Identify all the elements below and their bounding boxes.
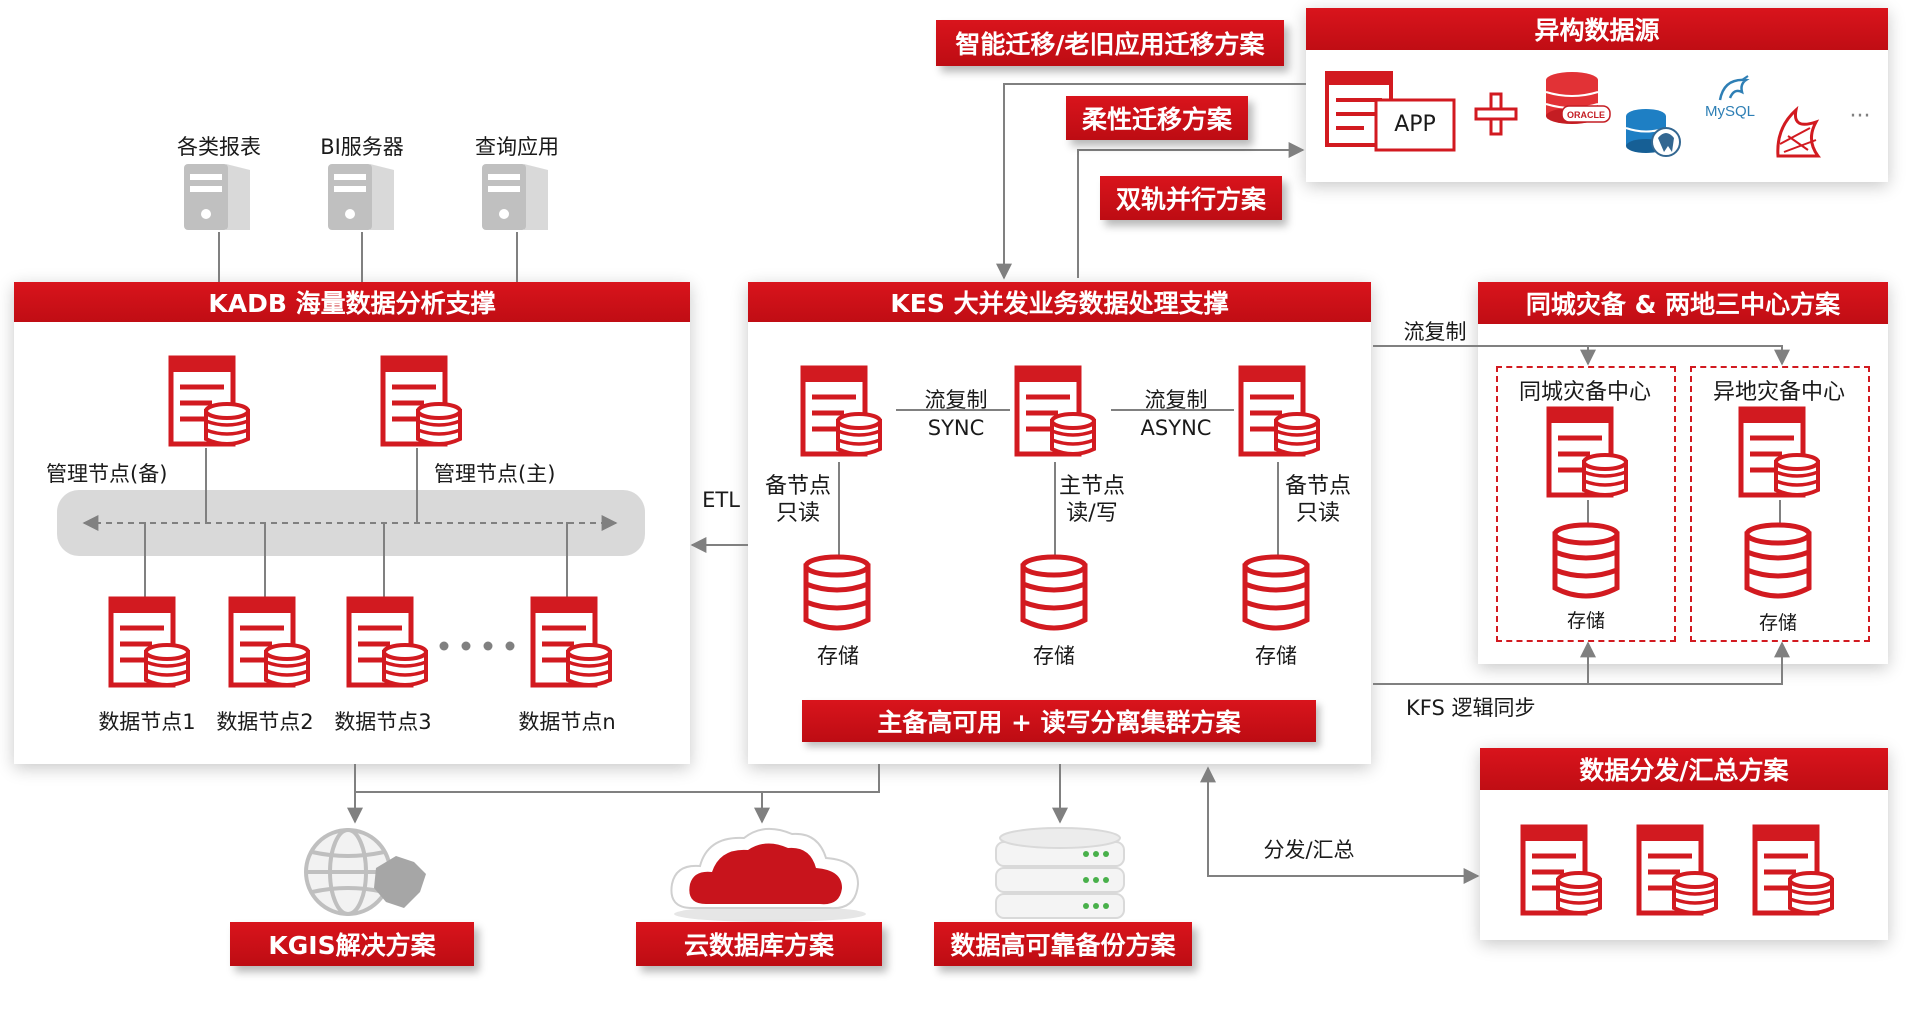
kadb-data-noden-server-icon bbox=[530, 596, 614, 692]
kes-standby-right-server-icon bbox=[1238, 365, 1322, 461]
sync-replication-label: 流复制 bbox=[924, 388, 988, 412]
oracle-db-icon: ORACLE bbox=[1545, 72, 1611, 124]
kes-left-node-role-line2: 只读 bbox=[775, 501, 820, 526]
kes-center-node-role-line1: 主节点 bbox=[1058, 474, 1125, 499]
query-app-server-icon bbox=[478, 160, 556, 234]
kes-right-node-role: 备节点 只读 bbox=[1278, 473, 1358, 527]
kadb-mgmt-master-server-icon bbox=[380, 355, 464, 451]
report-server-icon bbox=[180, 160, 258, 234]
distribute-aggregate-label: 分发/汇总 bbox=[1263, 838, 1355, 862]
dist-server2-icon bbox=[1636, 824, 1720, 920]
async-replication-label: 流复制 bbox=[1144, 388, 1208, 412]
kes-cluster-solution-label: 主备高可用 + 读写分离集群方案 bbox=[802, 700, 1316, 742]
mgmt-standby-label: 管理节点(备) bbox=[46, 462, 168, 486]
kes-center-storage-db-icon bbox=[1019, 554, 1089, 634]
kes-standby-left-server-icon bbox=[800, 365, 884, 461]
cloud-icon bbox=[670, 827, 866, 922]
data-node1-label: 数据节点1 bbox=[98, 710, 196, 734]
kadb-data-node1-server-icon bbox=[108, 596, 192, 692]
kadb-data-node2-server-icon bbox=[228, 596, 312, 692]
async-mode-label: ASYNC bbox=[1140, 416, 1212, 440]
data-node2-label: 数据节点2 bbox=[216, 710, 314, 734]
client-bi-label: BI服务器 bbox=[320, 135, 404, 159]
plus-icon bbox=[1474, 92, 1518, 136]
dr-title: 同城灾备 & 两地三中心方案 bbox=[1478, 282, 1888, 324]
more-nodes-ellipsis-icon bbox=[439, 641, 515, 651]
kes-left-node-role-line1: 备节点 bbox=[764, 474, 831, 499]
same-city-storage-label: 存储 bbox=[1566, 610, 1605, 632]
app-label: APP bbox=[1394, 112, 1436, 137]
dr-stream-replication-label: 流复制 bbox=[1403, 320, 1467, 344]
kes-left-storage-db-icon bbox=[802, 554, 872, 634]
kes-title: KES 大并发业务数据处理支撑 bbox=[748, 282, 1371, 322]
dr-same-city-server-icon bbox=[1546, 406, 1630, 502]
mgmt-master-label: 管理节点(主) bbox=[434, 462, 556, 486]
etl-label: ETL bbox=[702, 488, 740, 512]
kes-center-storage-label: 存储 bbox=[1033, 644, 1075, 668]
bi-server-icon bbox=[324, 160, 402, 234]
sqlserver-logo-icon bbox=[1776, 105, 1821, 158]
backup-solution-label: 数据高可靠备份方案 bbox=[934, 922, 1192, 966]
sync-mode-label: SYNC bbox=[927, 416, 985, 440]
app-window-icon bbox=[1325, 71, 1456, 152]
kes-right-node-role-line1: 备节点 bbox=[1284, 474, 1351, 499]
kes-panel bbox=[748, 282, 1371, 764]
remote-storage-label: 存储 bbox=[1758, 612, 1797, 634]
kadb-mgmt-standby-server-icon bbox=[168, 355, 252, 451]
smart-migration-label: 智能迁移/老旧应用迁移方案 bbox=[936, 20, 1284, 66]
dr-remote-storage-db-icon bbox=[1743, 522, 1813, 602]
kes-master-server-icon bbox=[1014, 365, 1098, 461]
client-query-label: 查询应用 bbox=[475, 135, 559, 159]
kes-right-storage-db-icon bbox=[1241, 554, 1311, 634]
client-report-label: 各类报表 bbox=[177, 135, 261, 159]
dr-same-city-storage-db-icon bbox=[1551, 522, 1621, 602]
backup-appliance-icon bbox=[995, 827, 1125, 919]
flexible-migration-label: 柔性迁移方案 bbox=[1066, 96, 1248, 140]
distribution-title: 数据分发/汇总方案 bbox=[1480, 748, 1888, 790]
mysql-logo-icon: MySQL bbox=[1705, 75, 1755, 120]
more-sources-ellipsis: ··· bbox=[1849, 104, 1871, 129]
dist-server1-icon bbox=[1520, 824, 1604, 920]
svg-text:ORACLE: ORACLE bbox=[1567, 110, 1605, 120]
same-city-dr-label: 同城灾备中心 bbox=[1518, 380, 1651, 405]
remote-dr-label: 异地灾备中心 bbox=[1712, 380, 1845, 405]
kadb-data-node3-server-icon bbox=[346, 596, 430, 692]
same-city-dr-box bbox=[1496, 366, 1676, 642]
postgresql-db-icon bbox=[1625, 109, 1681, 157]
kadb-title: KADB 海量数据分析支撑 bbox=[14, 282, 690, 322]
remote-dr-box bbox=[1690, 366, 1870, 642]
dist-server3-icon bbox=[1752, 824, 1836, 920]
kfs-sync-label: KFS 逻辑同步 bbox=[1406, 696, 1536, 720]
cloud-db-solution-label: 云数据库方案 bbox=[636, 922, 882, 966]
kes-center-node-role: 主节点 读/写 bbox=[1052, 473, 1132, 527]
kes-right-node-role-line2: 只读 bbox=[1295, 501, 1340, 526]
data-noden-label: 数据节点n bbox=[518, 710, 616, 734]
kes-left-storage-label: 存储 bbox=[817, 644, 859, 668]
dr-remote-server-icon bbox=[1738, 406, 1822, 502]
kgis-globe-icon bbox=[304, 828, 426, 916]
kgis-solution-label: KGIS解决方案 bbox=[230, 922, 474, 966]
kes-right-storage-label: 存储 bbox=[1255, 644, 1297, 668]
data-node3-label: 数据节点3 bbox=[334, 710, 432, 734]
hetero-title: 异构数据源 bbox=[1306, 8, 1888, 50]
kes-left-node-role: 备节点 只读 bbox=[758, 473, 838, 527]
svg-text:MySQL: MySQL bbox=[1705, 103, 1755, 120]
dual-track-label: 双轨并行方案 bbox=[1100, 176, 1282, 220]
kes-center-node-role-line2: 读/写 bbox=[1066, 501, 1118, 526]
